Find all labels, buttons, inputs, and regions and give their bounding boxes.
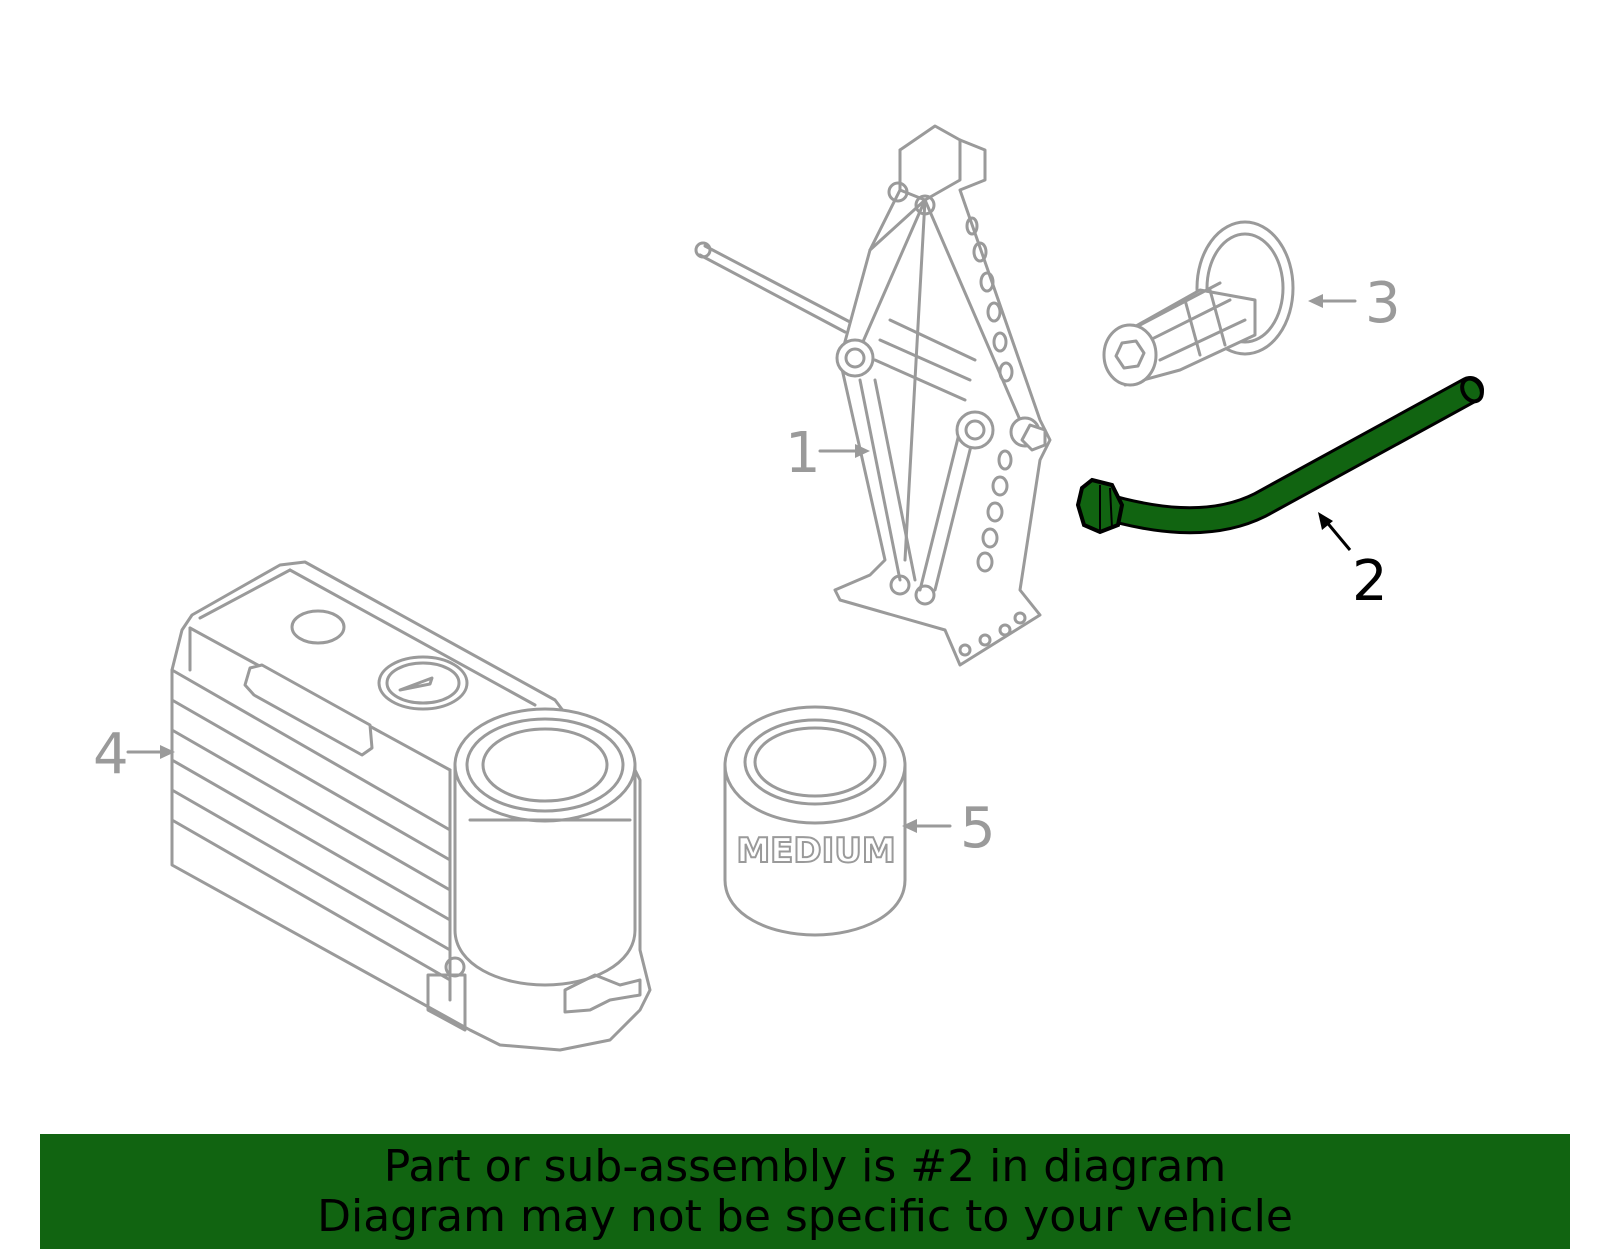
banner-line-1: Part or sub-assembly is #2 in diagram	[383, 1141, 1227, 1192]
callout-4-number: 4	[93, 722, 129, 787]
handle-shaft-fill	[1089, 379, 1481, 532]
callout-1-number: 1	[785, 421, 821, 486]
callout-5-number: 5	[960, 796, 996, 861]
callout-3-number: 3	[1365, 271, 1401, 336]
callout-5: 5	[902, 796, 996, 861]
part-4-compressor	[170, 560, 652, 1052]
banner-line-2: Diagram may not be specific to your vehi…	[317, 1191, 1293, 1242]
canister-label: MEDIUM	[736, 831, 895, 871]
handle-end-cap	[1460, 376, 1484, 404]
callout-2: 2	[1318, 512, 1388, 614]
callout-1: 1	[785, 421, 870, 486]
callout-4: 4	[93, 722, 175, 787]
part-3-adapter	[1102, 220, 1295, 387]
info-banner: Part or sub-assembly is #2 in diagram Di…	[40, 1134, 1570, 1249]
callout-2-number: 2	[1352, 549, 1388, 614]
part-5-sealant-canister: MEDIUM	[723, 705, 907, 937]
part-1-scissor-jack	[694, 124, 1052, 667]
part-2-jack-handle	[1075, 376, 1484, 535]
callout-3: 3	[1308, 271, 1401, 336]
